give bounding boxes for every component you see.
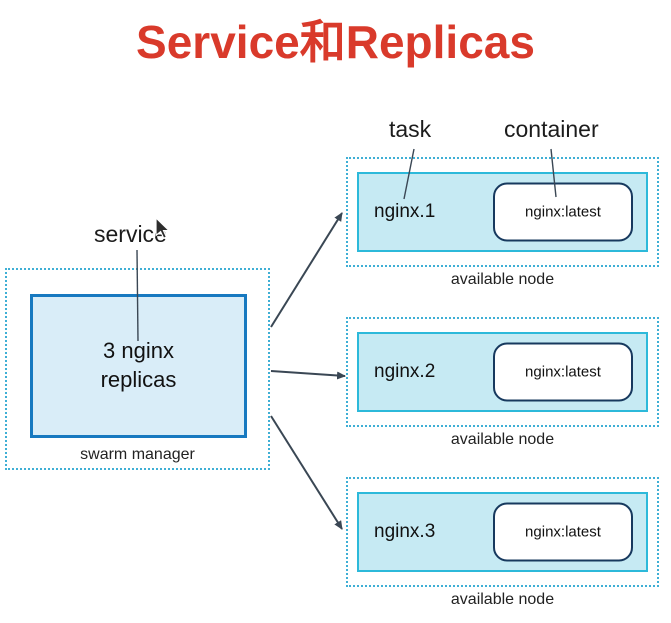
arrow-manager-to-node-1	[270, 212, 343, 328]
available-node-1: nginx.1 nginx:latest available node	[346, 157, 659, 288]
task-name-3: nginx.3	[374, 521, 436, 542]
node-caption-3: available node	[450, 591, 555, 608]
task-box-1: nginx.1 nginx:latest	[357, 172, 648, 252]
container-label: container	[504, 116, 599, 142]
node-caption-1: available node	[450, 271, 555, 288]
task-label: task	[389, 116, 432, 142]
page-title: Service和Replicas	[136, 16, 535, 68]
available-node-2: nginx.2 nginx:latest available node	[346, 317, 659, 448]
swarm-manager-group: 3 nginx replicas swarm manager	[5, 268, 270, 470]
task-box-2: nginx.2 nginx:latest	[357, 332, 648, 412]
available-node-3: nginx.3 nginx:latest available node	[346, 477, 659, 608]
task-name-1: nginx.1	[374, 201, 436, 222]
container-image-label-2: nginx:latest	[525, 363, 601, 381]
container-image-label-1: nginx:latest	[525, 203, 601, 221]
arrow-manager-to-node-3	[270, 415, 343, 530]
service-replicas-box: 3 nginx replicas	[30, 294, 247, 438]
container-box-3: nginx:latest	[493, 502, 633, 562]
swarm-manager-caption: swarm manager	[80, 446, 195, 463]
node-caption-2: available node	[450, 431, 555, 448]
service-label: service	[94, 221, 167, 247]
service-replicas-label: 3 nginx replicas	[100, 338, 177, 392]
container-image-label-3: nginx:latest	[525, 523, 601, 541]
container-box-2: nginx:latest	[493, 342, 633, 402]
arrow-manager-to-node-2	[270, 370, 346, 380]
container-box-1: nginx:latest	[493, 182, 633, 242]
task-box-3: nginx.3 nginx:latest	[357, 492, 648, 572]
task-name-2: nginx.2	[374, 361, 436, 382]
